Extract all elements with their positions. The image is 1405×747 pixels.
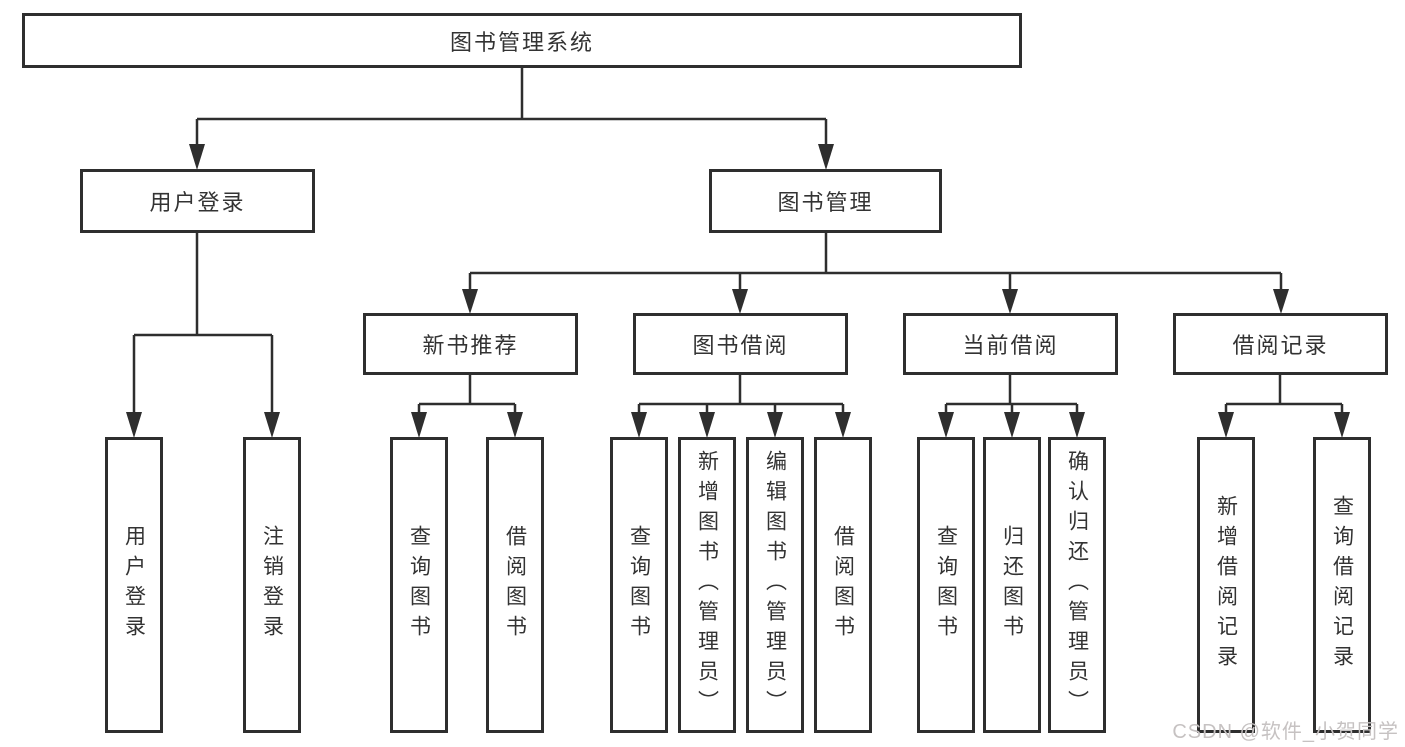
leaf-borrow-books: 借阅图书 <box>814 437 872 733</box>
leaf-borrow-books-recommend: 借阅图书 <box>486 437 544 733</box>
node-book-borrow: 图书借阅 <box>633 313 848 375</box>
node-current-borrow: 当前借阅 <box>903 313 1118 375</box>
leaf-edit-book-admin: 编辑图书（管理员） <box>746 437 804 733</box>
node-book-management: 图书管理 <box>709 169 942 233</box>
watermark-text: CSDN @软件_小贺同学 <box>1172 721 1399 743</box>
leaf-query-borrow-record: 查询借阅记录 <box>1313 437 1371 733</box>
node-user-login: 用户登录 <box>80 169 315 233</box>
leaf-query-books-recommend: 查询图书 <box>390 437 448 733</box>
leaf-add-book-admin: 新增图书（管理员） <box>678 437 736 733</box>
connector-paths <box>132 68 1344 414</box>
leaf-confirm-return-admin: 确认归还（管理员） <box>1048 437 1106 733</box>
node-borrow-records: 借阅记录 <box>1173 313 1388 375</box>
leaf-query-books-current: 查询图书 <box>917 437 975 733</box>
arrowheads <box>126 144 1350 438</box>
node-new-book-recommend: 新书推荐 <box>363 313 578 375</box>
leaf-logout-login: 注销登录 <box>243 437 301 733</box>
leaf-query-books-borrow: 查询图书 <box>610 437 668 733</box>
leaf-add-borrow-record: 新增借阅记录 <box>1197 437 1255 733</box>
leaf-return-book: 归还图书 <box>983 437 1041 733</box>
node-root-system: 图书管理系统 <box>22 13 1022 68</box>
leaf-user-login: 用户登录 <box>105 437 163 733</box>
